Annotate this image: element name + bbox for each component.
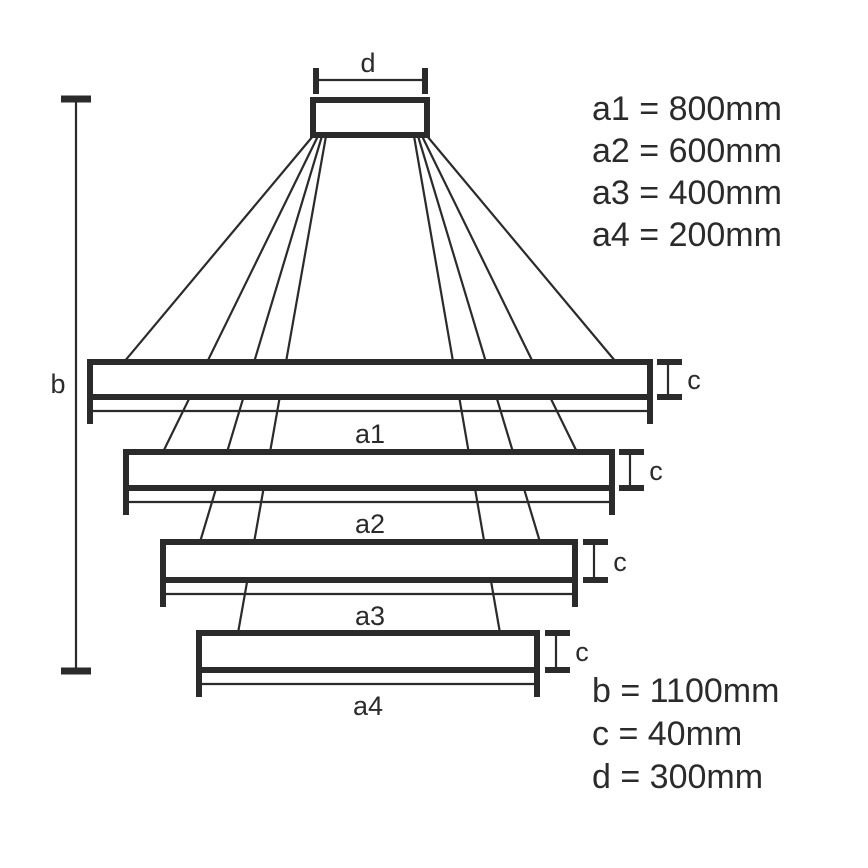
ring-4 [196,630,540,673]
dimension-c4-label: c [575,637,589,667]
dimension-c2-group: c [619,449,663,491]
ring-2 [123,449,615,491]
dimension-a1-group: a1 [87,400,653,449]
dimension-d-label: d [360,48,375,78]
dimension-c1-group: c [657,359,701,400]
dimension-c3-group: c [583,539,627,583]
dimension-b-group: b [50,95,91,675]
spec-a4: a4 = 200mm [592,216,782,254]
spec-d: d = 300mm [592,758,763,796]
spec-a3: a3 = 400mm [592,174,782,212]
cable-right-ring1 [426,135,617,363]
dimension-d-group: d [313,48,428,94]
spec-b: b = 1100mm [592,672,779,710]
dimension-a2-group: a2 [123,491,615,539]
spec-list-top: a1 = 800mm a2 = 600mm a3 = 400mm a4 = 20… [592,90,782,254]
dimension-a3-label: a3 [355,601,385,631]
dimension-a1-label: a1 [355,419,385,449]
spec-list-bottom: b = 1100mm c = 40mm d = 300mm [592,672,779,796]
dimension-a4-label: a4 [353,691,383,721]
ring-3 [160,539,578,583]
cable-left-ring1 [123,135,314,363]
ring-1 [87,359,653,400]
ceiling-canopy [310,97,430,138]
dimension-a2-label: a2 [355,509,385,539]
dimension-a3-group: a3 [160,583,578,631]
dimension-c3-label: c [613,547,627,577]
dimension-b-label: b [50,369,65,399]
dimension-c1-label: c [687,365,701,395]
spec-a1: a1 = 800mm [592,90,782,128]
spec-c: c = 40mm [592,715,742,753]
spec-a2: a2 = 600mm [592,132,782,170]
dimension-a4-group: a4 [196,673,540,721]
dimension-c2-label: c [649,456,663,486]
dimension-c4-group: c [545,630,589,673]
